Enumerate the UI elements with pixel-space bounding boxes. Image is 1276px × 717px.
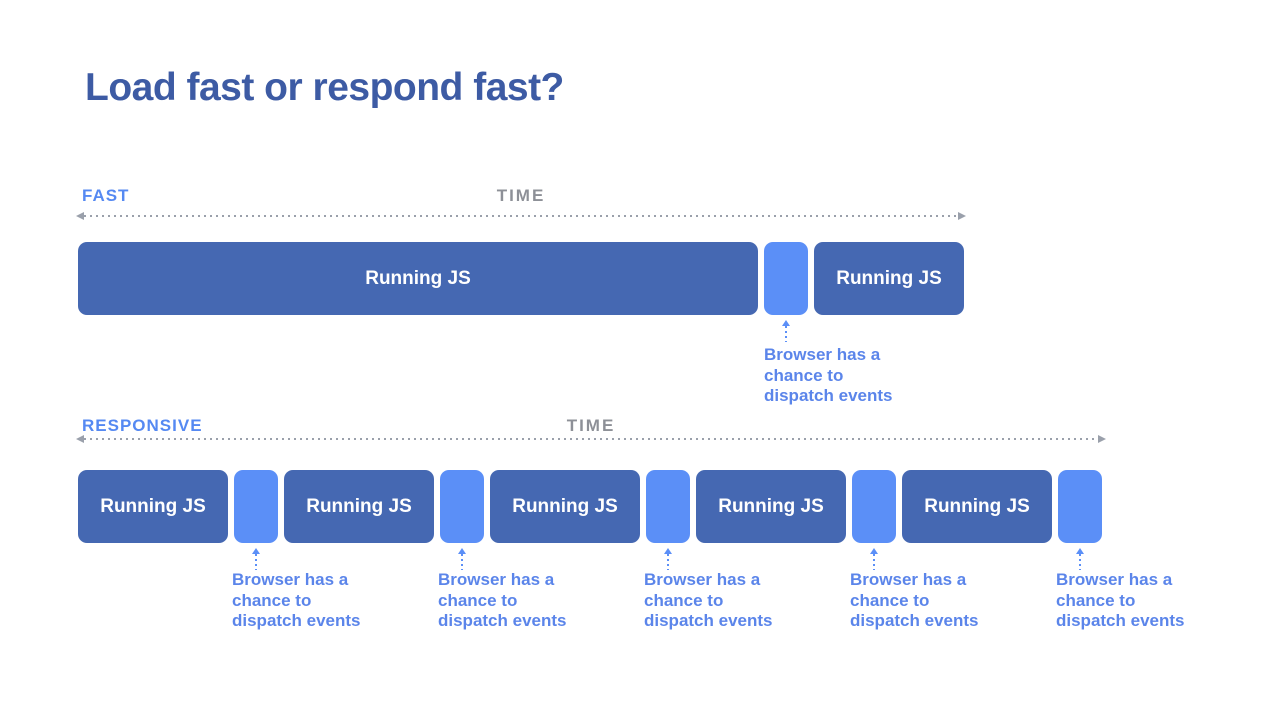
running-js-label: Running JS xyxy=(365,267,471,289)
browser-gap-block xyxy=(852,470,896,543)
up-arrow-icon xyxy=(251,548,261,570)
running-js-block: Running JS xyxy=(78,470,228,543)
running-js-block: Running JS xyxy=(78,242,758,315)
responsive-blocks-row: Running JS Running JS Running JS Running… xyxy=(78,470,1102,543)
browser-gap-block xyxy=(440,470,484,543)
fast-time-axis-label: TIME xyxy=(496,186,546,205)
arrow-left-icon xyxy=(76,212,84,220)
running-js-label: Running JS xyxy=(100,495,206,517)
responsive-time-axis-label: TIME xyxy=(566,416,616,435)
running-js-label: Running JS xyxy=(512,495,618,517)
running-js-block: Running JS xyxy=(902,470,1052,543)
browser-gap-block xyxy=(234,470,278,543)
running-js-block: Running JS xyxy=(284,470,434,543)
arrow-right-icon xyxy=(1098,435,1106,443)
slide-title: Load fast or respond fast? xyxy=(85,66,564,109)
dotted-axis-line xyxy=(84,215,958,217)
browser-gap-block xyxy=(646,470,690,543)
annotation-text: Browser has a chance to dispatch events xyxy=(850,570,979,630)
arrow-right-icon xyxy=(958,212,966,220)
annotation-text: Browser has a chance to dispatch events xyxy=(1056,570,1185,630)
annotation-text: Browser has a chance to dispatch events xyxy=(438,570,567,630)
fast-blocks-row: Running JS Running JS xyxy=(78,242,964,315)
annotation-text: Browser has a chance to dispatch events xyxy=(644,570,773,630)
running-js-label: Running JS xyxy=(924,495,1030,517)
annotation-text: Browser has a chance to dispatch events xyxy=(232,570,361,630)
running-js-label: Running JS xyxy=(306,495,412,517)
responsive-section-label: RESPONSIVE xyxy=(82,416,203,435)
fast-time-axis xyxy=(76,211,966,221)
running-js-block: Running JS xyxy=(490,470,640,543)
responsive-time-axis xyxy=(76,434,1106,444)
up-arrow-icon xyxy=(663,548,673,570)
up-arrow-icon xyxy=(781,320,791,342)
annotation-text: Browser has a chance to dispatch events xyxy=(764,345,893,405)
up-arrow-icon xyxy=(1075,548,1085,570)
running-js-block: Running JS xyxy=(696,470,846,543)
fast-section-label: FAST xyxy=(82,186,130,205)
running-js-block: Running JS xyxy=(814,242,964,315)
running-js-label: Running JS xyxy=(718,495,824,517)
running-js-label: Running JS xyxy=(836,267,942,289)
up-arrow-icon xyxy=(869,548,879,570)
browser-gap-block xyxy=(764,242,808,315)
dotted-axis-line xyxy=(84,438,1098,440)
up-arrow-icon xyxy=(457,548,467,570)
arrow-left-icon xyxy=(76,435,84,443)
browser-gap-block xyxy=(1058,470,1102,543)
